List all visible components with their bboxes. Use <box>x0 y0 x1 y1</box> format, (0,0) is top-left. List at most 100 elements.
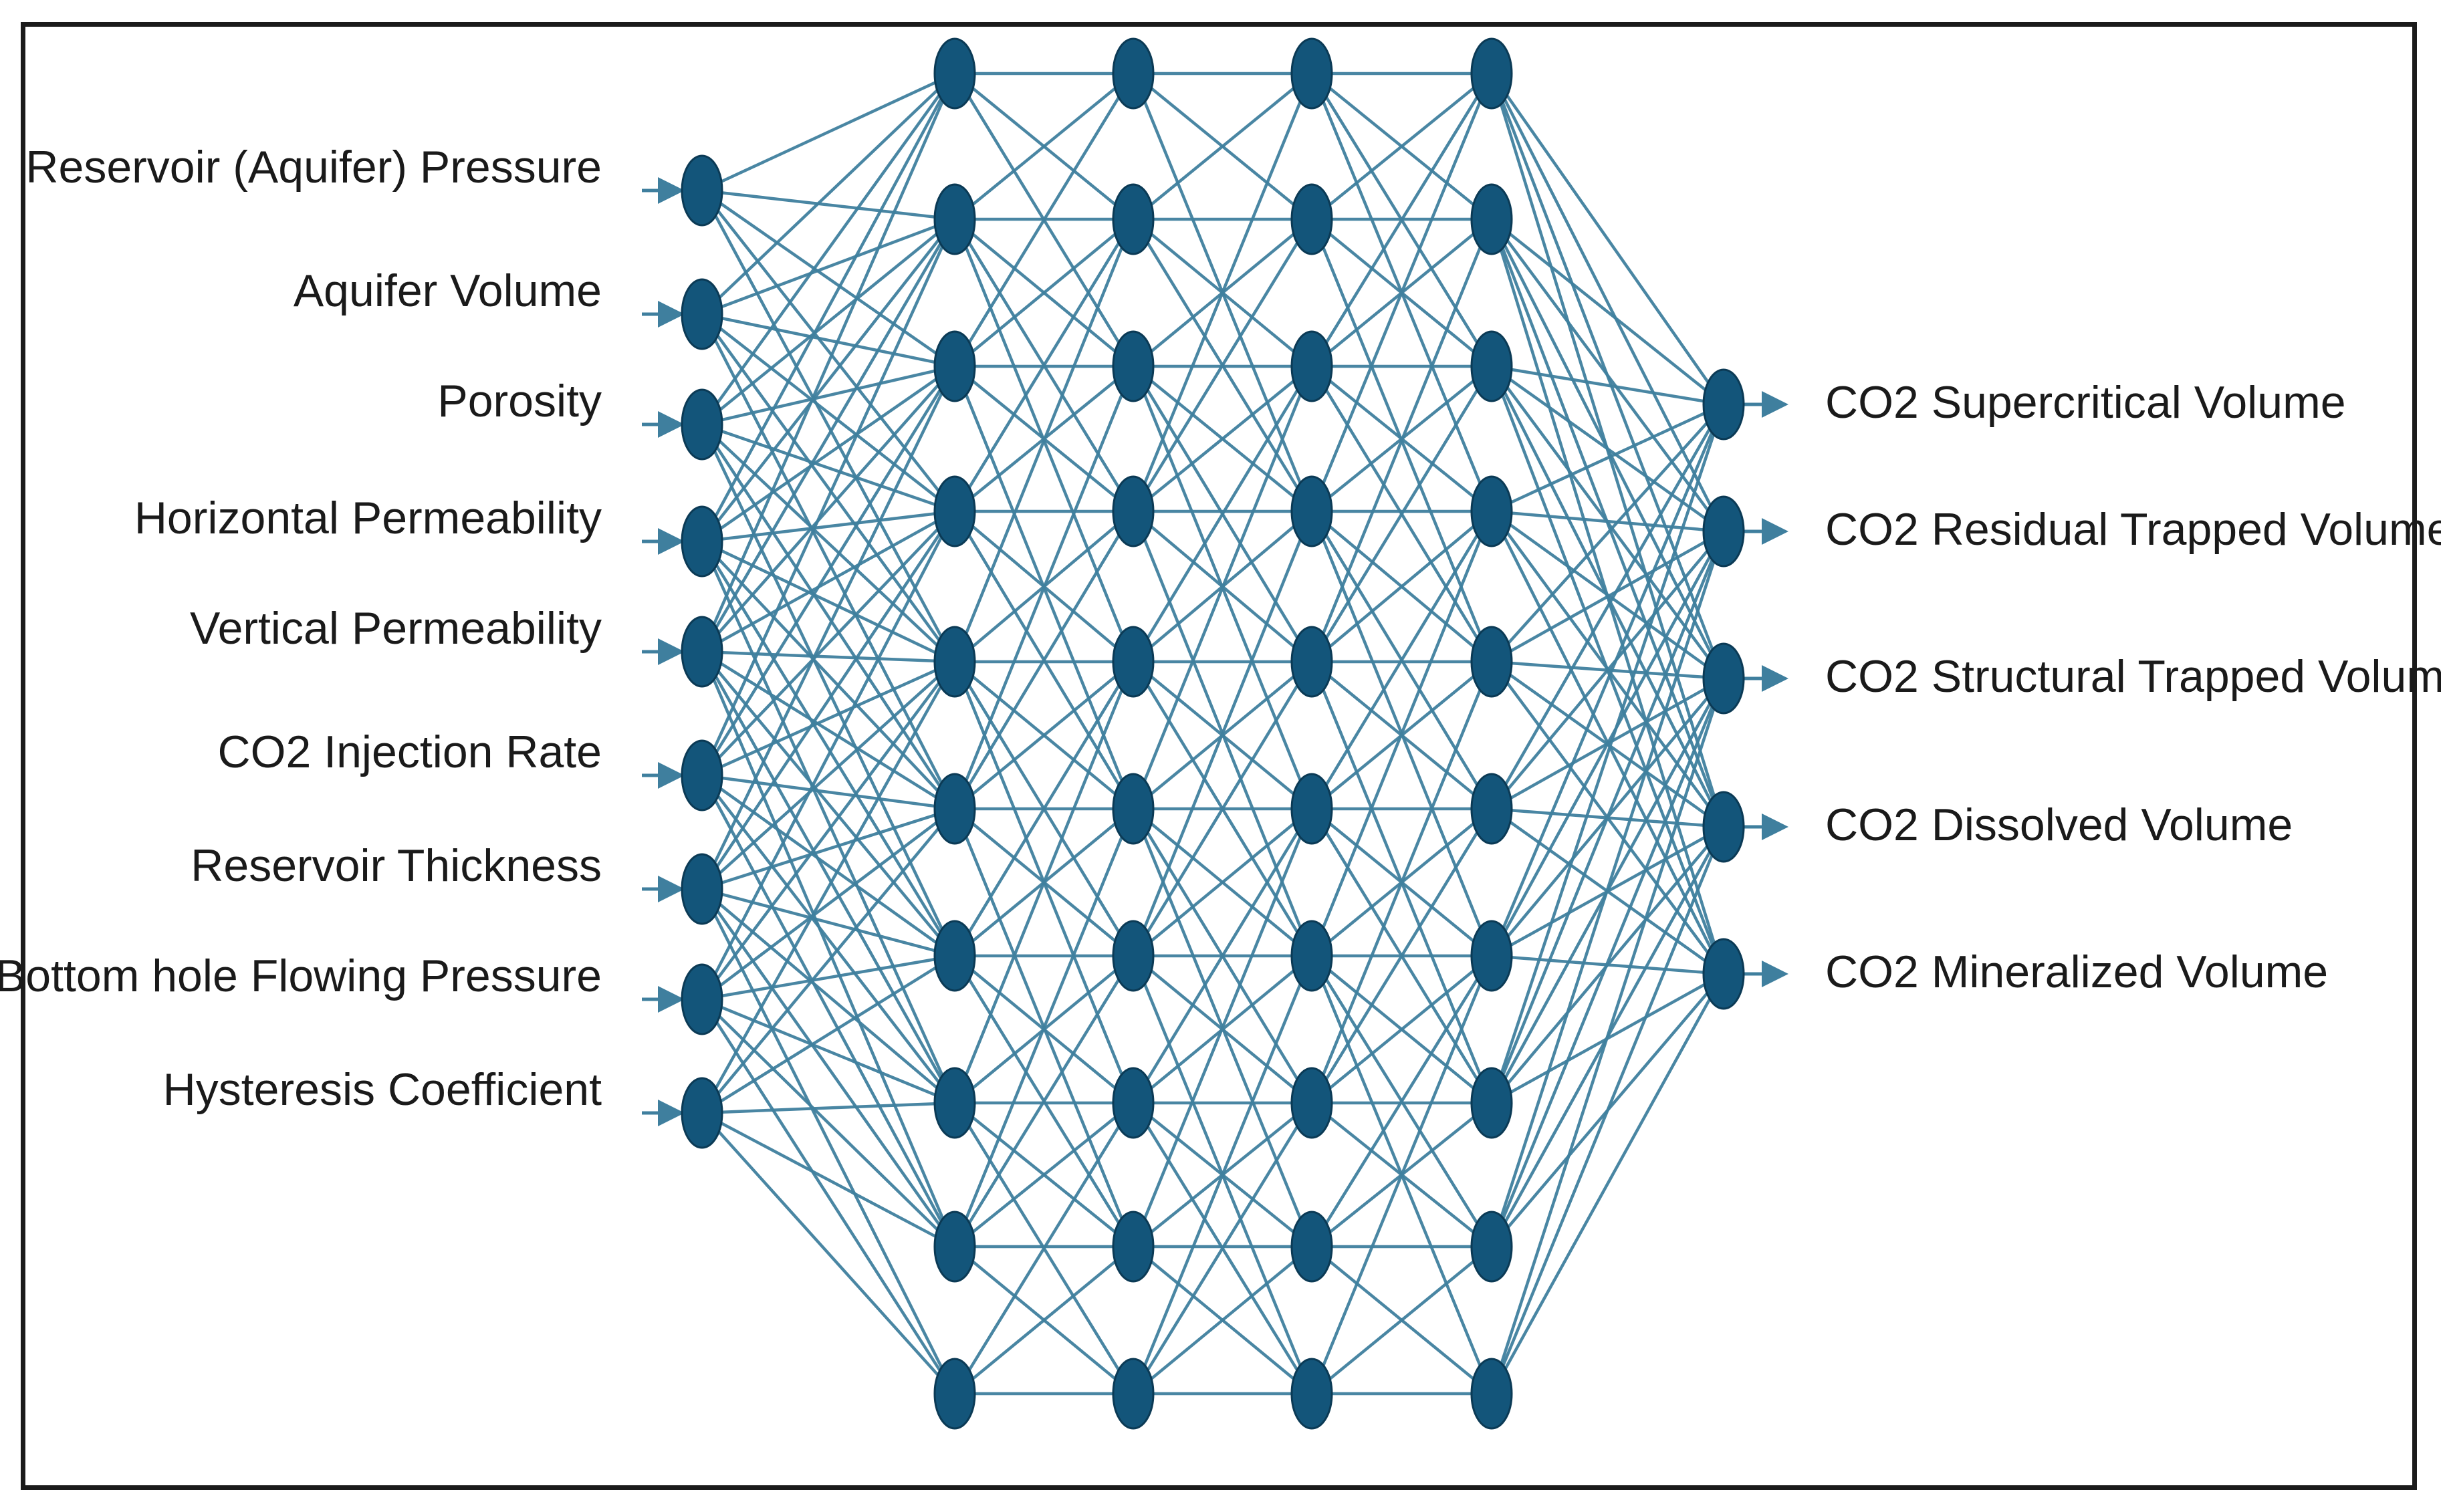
connection-edge <box>701 773 955 811</box>
hidden1-node <box>933 1211 976 1283</box>
connection-edge <box>701 540 956 957</box>
hidden3-node <box>1290 626 1333 698</box>
input-label: Hysteresis Coefficient <box>163 1064 602 1115</box>
hidden2-node <box>1112 37 1155 110</box>
io-arrows <box>642 177 1788 1126</box>
connection-edge <box>701 365 956 777</box>
connection-edge <box>1490 404 1726 957</box>
connection-edge <box>1310 661 1494 1104</box>
connection-edge <box>953 218 1135 368</box>
connection-edge <box>701 650 955 664</box>
input-label: Bottom hole Flowing Pressure <box>0 951 602 1001</box>
connection-edge <box>701 807 956 1001</box>
connection-edge <box>1491 509 1724 533</box>
connection-edge <box>1131 808 1314 1247</box>
hidden2-node <box>1112 183 1155 255</box>
connection-edge <box>1132 807 1313 957</box>
connection-edge <box>701 660 956 1114</box>
hidden4-node <box>1470 626 1513 698</box>
connection-edge <box>1490 678 1726 1394</box>
connection-edge <box>701 312 955 368</box>
connection-edge <box>1490 530 1725 957</box>
connection-edge <box>701 364 955 426</box>
hidden1-node <box>933 183 976 255</box>
connection-edge <box>953 955 1135 1248</box>
hidden1-node <box>933 773 976 845</box>
hidden1-node <box>933 1358 976 1430</box>
connection-edge <box>701 888 956 1104</box>
connection-edge <box>1310 511 1494 957</box>
connection-edge <box>701 539 955 664</box>
hidden3-node <box>1290 1067 1333 1139</box>
connection-edge <box>701 510 956 653</box>
hidden2-node <box>1112 920 1155 992</box>
connection-edge <box>701 510 956 1001</box>
connection-edge <box>953 808 1135 1247</box>
connection-edge <box>701 954 955 1001</box>
connection-edge <box>1490 72 1726 533</box>
connection-edge <box>701 510 956 777</box>
connection-edge <box>701 660 956 1001</box>
connection-edge <box>701 888 956 1248</box>
connection-edge <box>700 541 957 1104</box>
hidden4-node <box>1470 183 1513 255</box>
hidden4-node <box>1470 1358 1513 1430</box>
connection-edge <box>701 218 956 543</box>
connection-edge <box>701 997 955 1105</box>
connection-edge <box>701 72 956 543</box>
input-label: Aquifer Volume <box>294 265 602 316</box>
connection-edge <box>701 807 956 1114</box>
input-label: Porosity <box>437 376 602 426</box>
connection-edge <box>701 650 956 1104</box>
connection-edge <box>701 650 956 810</box>
input-node <box>681 963 723 1035</box>
connection-edge <box>701 365 956 653</box>
connection-edge <box>1310 72 1493 368</box>
connection-edge <box>1310 72 1493 221</box>
connection-edge <box>700 366 957 890</box>
connection-edge <box>1490 973 1725 1395</box>
connection-edge <box>701 189 956 368</box>
connection-edge <box>1131 955 1314 1394</box>
hidden4-node <box>1470 1067 1513 1139</box>
output-node <box>1702 791 1745 863</box>
connection-edge <box>701 313 956 663</box>
output-label: CO2 Structural Trapped Volume <box>1825 651 2441 702</box>
input-node <box>681 154 723 227</box>
connection-edge <box>701 509 955 543</box>
connection-edge <box>701 189 956 663</box>
output-node <box>1702 495 1745 568</box>
connection-edge <box>1310 73 1494 512</box>
hidden2-node <box>1112 1067 1155 1139</box>
connection-edge <box>953 510 1135 810</box>
connection-edge <box>700 219 957 776</box>
connection-edge <box>701 313 956 513</box>
connection-edge <box>701 955 956 1114</box>
connection-edge <box>1490 404 1726 1104</box>
hidden4-node <box>1470 37 1513 110</box>
output-node <box>1702 368 1745 440</box>
hidden1-node <box>933 920 976 992</box>
connection-edge <box>1131 366 1314 809</box>
hidden4-node <box>1470 773 1513 845</box>
connection-edge <box>1132 1245 1313 1395</box>
connection-edge <box>1310 955 1494 1394</box>
connection-edge <box>701 1101 955 1115</box>
connection-edge <box>953 72 1135 368</box>
connection-edge <box>701 1112 956 1395</box>
connection-edge <box>1132 365 1313 663</box>
input-node <box>681 388 723 461</box>
connection-edge <box>701 660 956 890</box>
connection-edge <box>1310 365 1493 663</box>
connection-edge <box>1310 510 1493 663</box>
connection-edge <box>701 540 956 810</box>
connection-edge <box>701 887 955 958</box>
connection-edge <box>953 660 1135 957</box>
hidden2-node <box>1112 773 1155 845</box>
connection-edge <box>701 218 956 426</box>
input-node <box>681 853 723 925</box>
connection-edge <box>701 1112 956 1248</box>
hidden4-node <box>1470 920 1513 992</box>
connection-edge <box>701 807 955 891</box>
input-label: Reservoir (Aquifer) Pressure <box>25 142 602 193</box>
